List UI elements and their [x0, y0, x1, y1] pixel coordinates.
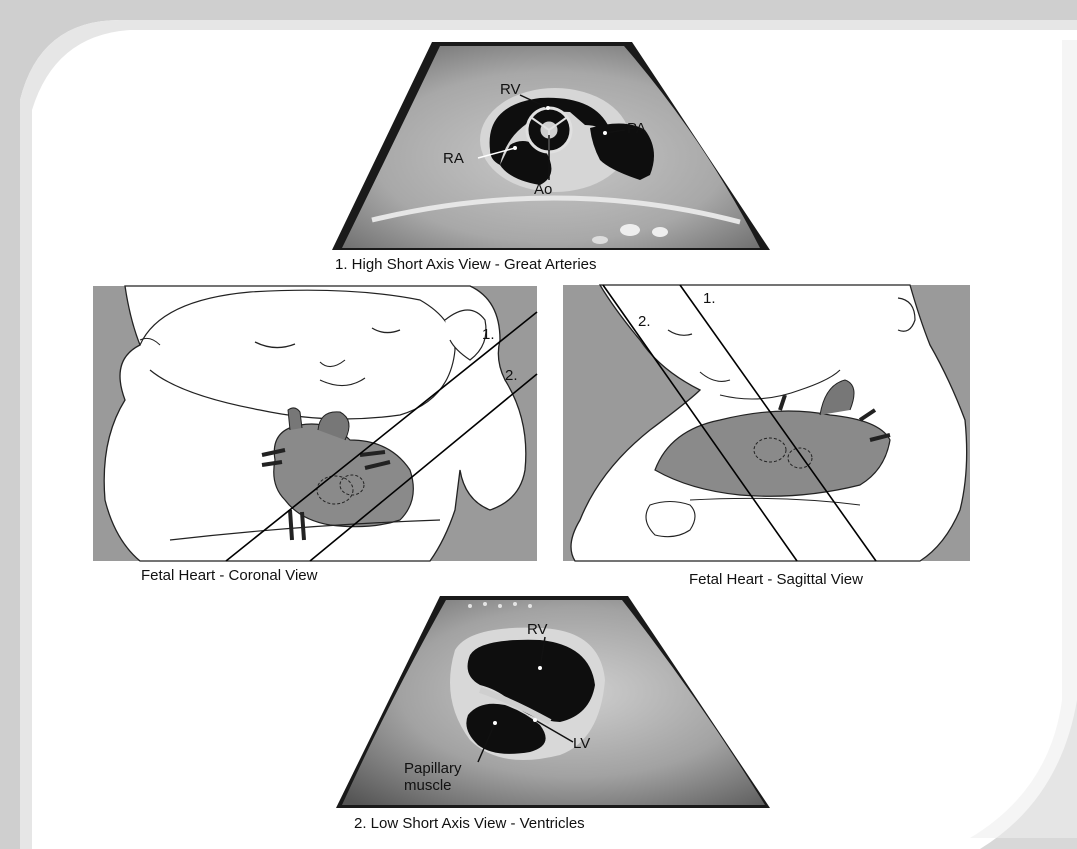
label-lv: LV	[573, 735, 590, 752]
label-papillary: Papillary	[404, 760, 462, 777]
caption-bottom: 2. Low Short Axis View - Ventricles	[354, 815, 585, 832]
label-muscle: muscle	[404, 777, 452, 794]
label-rv-bottom: RV	[527, 621, 548, 638]
